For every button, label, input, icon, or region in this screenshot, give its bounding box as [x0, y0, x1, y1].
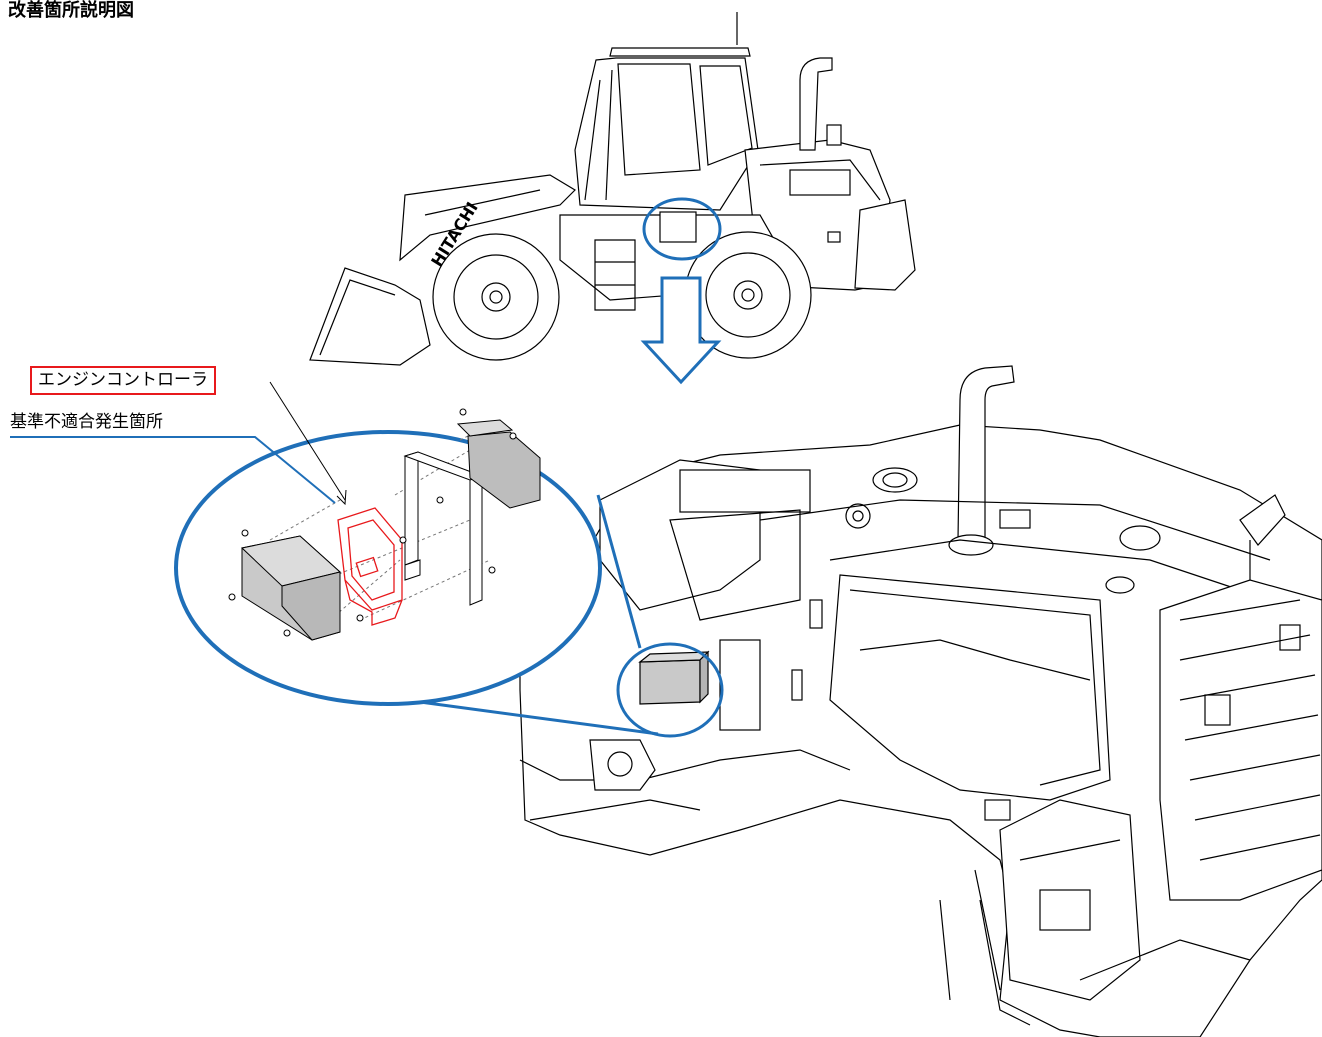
leader-engine-arrowhead: [336, 489, 347, 506]
zoom-connector-lower: [419, 700, 659, 736]
wheel-loader-side-view: HITACHI: [309, 12, 916, 366]
zoom-ellipse: [174, 430, 602, 706]
leader-defect-location: [10, 436, 336, 504]
zoom-connector-upper: [596, 494, 642, 649]
engine-controller-label: エンジンコントローラ: [30, 366, 216, 395]
defect-location-label: 基準不適合発生箇所: [10, 412, 163, 432]
leader-engine-controller: [269, 381, 346, 501]
ecu-box-on-frame: [638, 650, 710, 705]
rear-frame-perspective: [519, 365, 1322, 1037]
highlight-ellipse-side: [642, 197, 722, 261]
highlight-ellipse-frame: [616, 642, 724, 738]
ecu-exploded-view: [228, 408, 541, 641]
down-arrow-icon: [640, 276, 722, 385]
page-title: 改善箇所説明図: [8, 0, 134, 21]
